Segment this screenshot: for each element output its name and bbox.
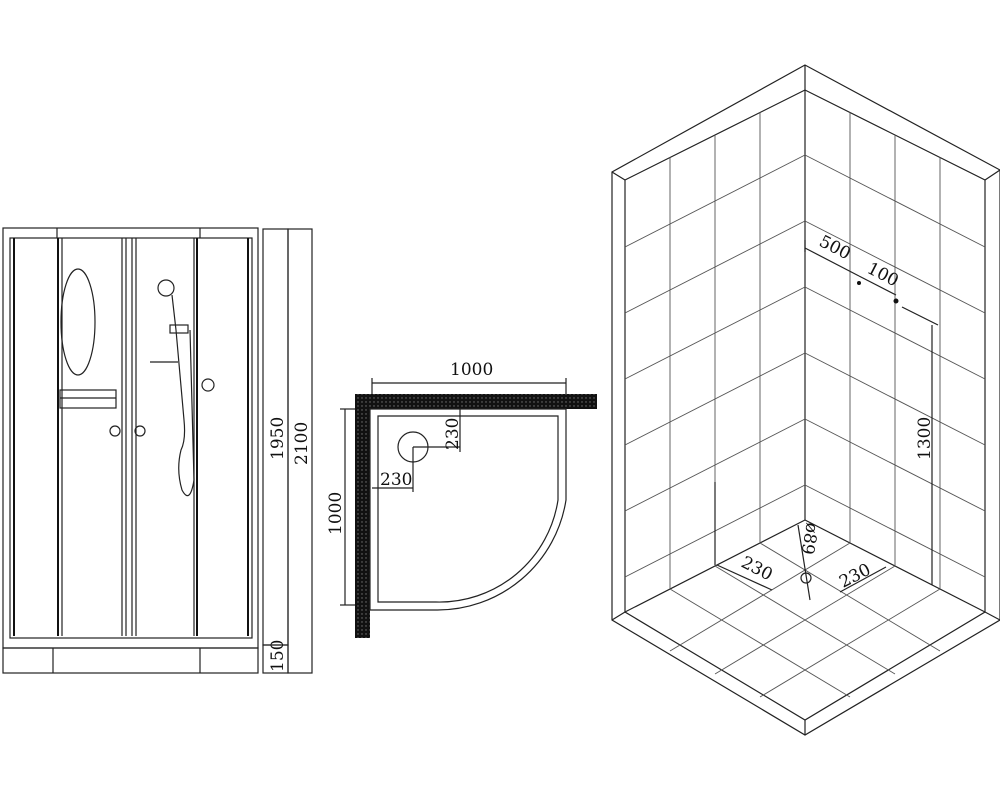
tile-line [804, 154, 986, 248]
dim-drain-diameter: ø89 [797, 521, 822, 556]
mirror [60, 268, 96, 376]
tile-line [714, 565, 896, 675]
tile-line [624, 352, 806, 446]
tile-line [804, 286, 986, 380]
tile-line [804, 220, 986, 314]
tile-line [759, 588, 941, 698]
tile-line [669, 588, 851, 698]
dim-230-right: 230 [836, 560, 874, 593]
tile-line [759, 542, 941, 652]
dim-230-left: 230 [738, 553, 776, 586]
dim-drain-x-230: 230 [380, 470, 412, 490]
front-view: 1950 2100 150 [2, 227, 313, 674]
tile-line [624, 418, 806, 512]
shower-hose [171, 294, 195, 497]
dim-depth-1000: 1000 [326, 492, 346, 535]
dim-100: 100 [864, 259, 902, 292]
tile-grid [624, 112, 986, 698]
tile-line [624, 286, 806, 380]
plan-view: 1000 1000 230 230 [326, 360, 597, 638]
tile-line [669, 542, 851, 652]
tile-line [804, 418, 986, 512]
dim-2100: 2100 [292, 422, 312, 465]
base [2, 647, 259, 674]
shower-tray [369, 408, 567, 611]
dim-1950: 1950 [268, 417, 288, 460]
door-handle [134, 425, 146, 437]
dim-width-1000: 1000 [450, 360, 493, 380]
tile-line [804, 484, 986, 578]
shelf [59, 389, 117, 409]
tile-line [804, 352, 986, 446]
shower-head-icon [157, 279, 175, 297]
door-handle [109, 425, 121, 437]
iso-view: 500 100 1300 230 230 ø89 [611, 64, 1000, 736]
dim-1300: 1300 [915, 417, 935, 460]
dim-drain-y-230: 230 [443, 418, 463, 450]
control-knob [201, 378, 215, 392]
dim-150: 150 [268, 640, 288, 672]
dim-500: 500 [816, 232, 854, 265]
tile-line [624, 220, 806, 314]
tile-line [624, 154, 806, 248]
